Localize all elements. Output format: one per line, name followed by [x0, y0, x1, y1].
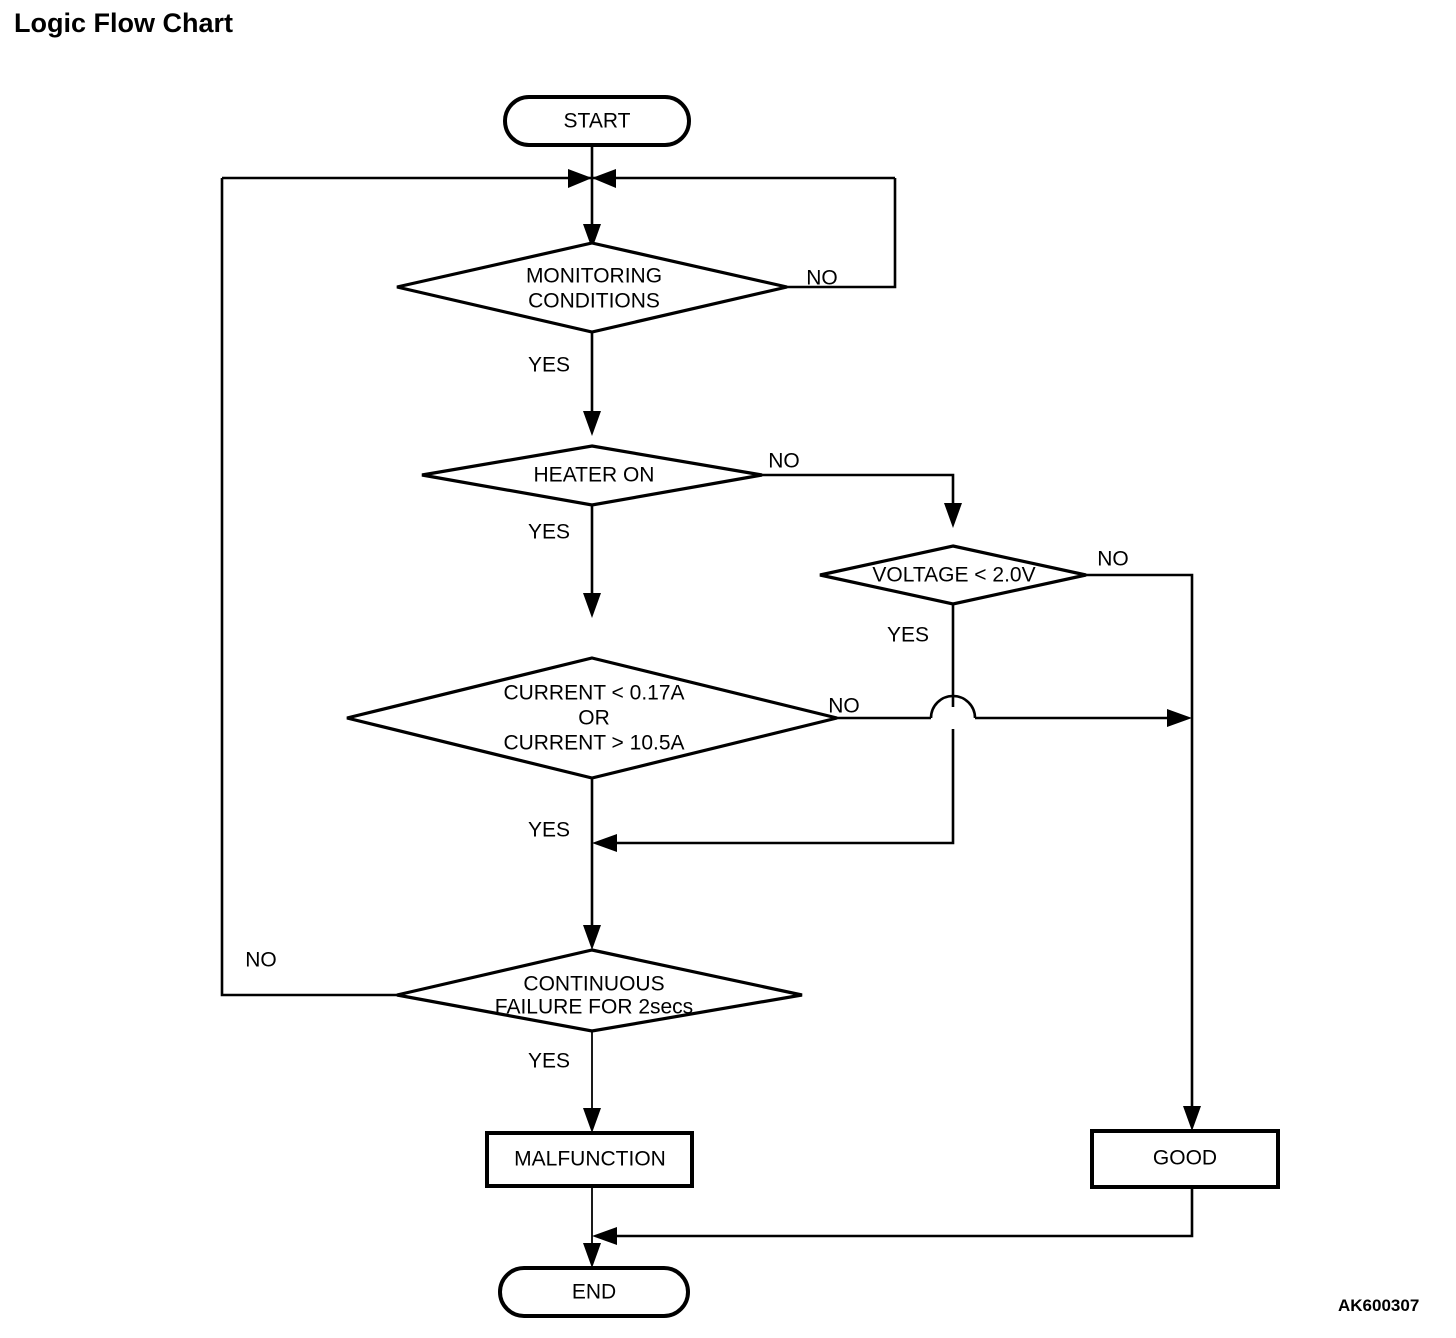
edge-heater-no	[762, 473, 962, 528]
node-monitoring-line1: MONITORING	[526, 265, 662, 288]
node-heater-on[interactable]: HEATER ON	[421, 444, 763, 507]
edge-monitoring-yes	[583, 332, 601, 436]
branch-label-heater-no: NO	[768, 450, 800, 473]
node-end[interactable]: END	[498, 1266, 690, 1318]
branch-label-failure-yes: YES	[528, 1050, 570, 1073]
edge-heater-yes	[583, 505, 601, 618]
edge-voltage-no	[1086, 573, 1201, 1131]
edge-current-yes	[583, 778, 601, 950]
node-start-label: START	[564, 110, 631, 133]
node-current-line1: CURRENT < 0.17A	[503, 682, 684, 705]
branch-label-current-yes: YES	[528, 819, 570, 842]
figure-id-label: AK600307	[1338, 1296, 1420, 1315]
edge-failure-no	[220, 178, 397, 997]
node-monitoring-conditions[interactable]: MONITORING CONDITIONS	[396, 241, 788, 334]
edge-start-to-monitoring	[583, 145, 601, 249]
node-voltage-label: VOLTAGE < 2.0V	[872, 564, 1035, 587]
node-current-line2: OR	[578, 707, 610, 730]
node-good-label: GOOD	[1153, 1147, 1217, 1170]
loop-join-bar	[222, 169, 895, 188]
branch-label-voltage-no: NO	[1097, 548, 1129, 571]
page-title: Logic Flow Chart	[14, 8, 233, 38]
node-current-check[interactable]: CURRENT < 0.17A OR CURRENT > 10.5A	[346, 656, 838, 780]
branch-label-heater-yes: YES	[528, 521, 570, 544]
branch-label-voltage-yes: YES	[887, 624, 929, 647]
node-voltage-check[interactable]: VOLTAGE < 2.0V	[819, 544, 1087, 606]
edge-good-to-end	[592, 1187, 1194, 1245]
node-malfunction[interactable]: MALFUNCTION	[485, 1131, 694, 1188]
branch-label-failure-no: NO	[245, 949, 277, 972]
node-end-label: END	[572, 1281, 616, 1304]
node-heater-label: HEATER ON	[534, 464, 655, 487]
node-start[interactable]: START	[503, 95, 691, 147]
node-monitoring-line2: CONDITIONS	[528, 290, 660, 313]
branch-label-current-no: NO	[828, 695, 860, 718]
edge-monitoring-no	[787, 178, 897, 289]
node-failure-line1: CONTINUOUS	[523, 973, 664, 996]
branch-label-monitoring-no: NO	[806, 267, 838, 290]
node-continuous-failure[interactable]: CONTINUOUS FAILURE FOR 2secs	[396, 948, 803, 1033]
edge-failure-yes	[583, 1031, 601, 1133]
edge-current-no	[837, 694, 1192, 727]
branch-label-monitoring-yes: YES	[528, 354, 570, 377]
edge-malfunction-to-end	[583, 1186, 601, 1268]
node-failure-line2: FAILURE FOR 2secs	[495, 996, 693, 1019]
edge-voltage-yes	[592, 604, 955, 852]
node-malfunction-label: MALFUNCTION	[514, 1148, 666, 1171]
node-good[interactable]: GOOD	[1090, 1129, 1280, 1189]
node-current-line3: CURRENT > 10.5A	[503, 732, 684, 755]
